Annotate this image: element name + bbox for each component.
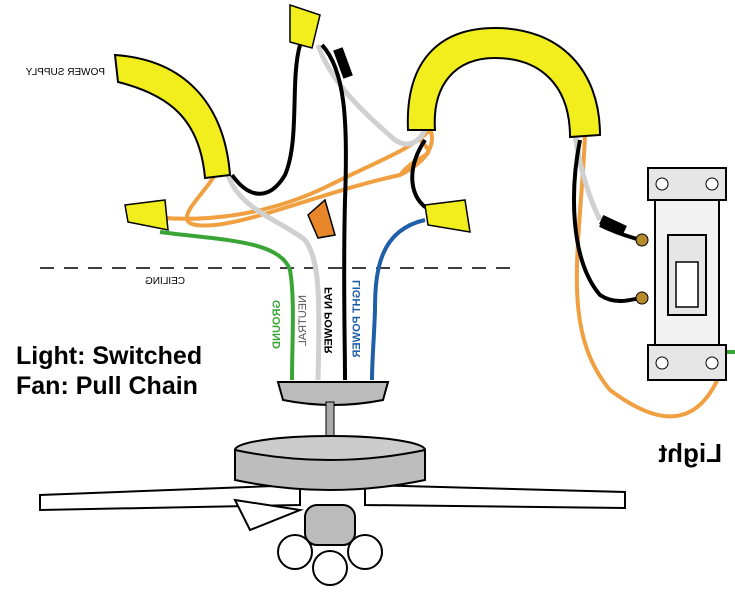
light-switched-caption: Light: Switched — [16, 342, 203, 370]
fan-power-label: FAN POWER — [323, 287, 335, 354]
wire-nut-right — [424, 199, 471, 233]
orange-wire-2 — [139, 128, 432, 221]
hot-wire — [230, 44, 302, 196]
neutral-wire-2 — [315, 44, 428, 147]
light-kit — [304, 504, 356, 546]
neutral-wire-3 — [572, 134, 603, 222]
fan-canopy — [276, 381, 390, 406]
black-tape — [599, 214, 627, 236]
power-supply-label: POWER SUPPLY — [25, 67, 105, 78]
fan-blade-left — [39, 483, 301, 512]
neutral-wire — [225, 174, 322, 381]
bulb-2 — [312, 550, 348, 586]
wire-nut-orange — [307, 198, 336, 239]
fan-power-wire — [320, 43, 348, 381]
power-supply-sleeve — [113, 53, 232, 180]
fan-blade-right — [364, 483, 626, 510]
bulb-3 — [347, 534, 383, 570]
motor-housing — [234, 448, 426, 491]
ceiling-label: CEILING — [145, 276, 185, 287]
switch-cable-sleeve — [406, 26, 602, 139]
fan-blade-bottom-left — [233, 498, 304, 532]
fan-pull-chain-caption: Fan: Pull Chain — [16, 372, 198, 400]
ceiling-fan — [39, 381, 626, 586]
orange-wire — [185, 118, 727, 419]
ground-wire — [159, 230, 295, 381]
wire-nut-left — [124, 199, 169, 231]
light-power-label: LIGHT POWER — [351, 280, 363, 358]
ground-label: GROUND — [271, 300, 283, 349]
light-label: Light — [658, 438, 722, 468]
light-power-wire — [370, 218, 426, 381]
wire-nut-top — [289, 3, 321, 49]
bulb-1 — [277, 534, 313, 570]
neutral-label: NEUTRAL — [297, 295, 309, 346]
black-tape-top — [333, 47, 353, 79]
light-switch[interactable] — [635, 167, 727, 381]
